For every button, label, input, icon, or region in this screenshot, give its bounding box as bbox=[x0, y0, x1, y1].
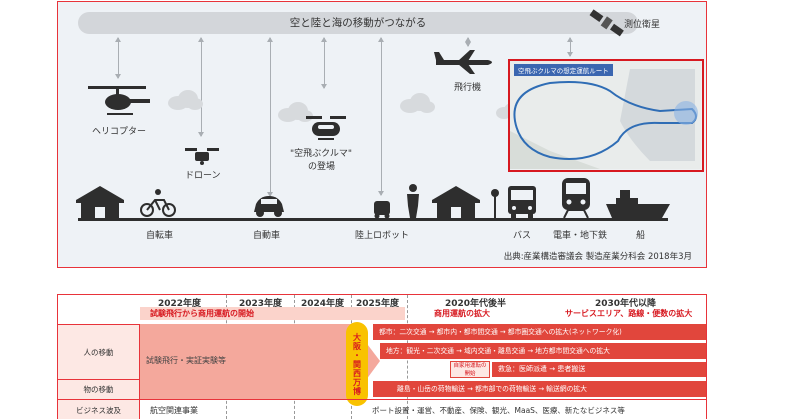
year-header: 2025年度 bbox=[356, 299, 400, 309]
flying-car-label-2: の登場 bbox=[308, 162, 336, 172]
airplane-icon bbox=[434, 50, 492, 74]
connector-arrow bbox=[465, 37, 471, 47]
business-label: ポート設置・運営、不動産、保険、観光、MaaS、医療、新たなビジネス等 bbox=[372, 406, 625, 415]
row-header-goods: 物の移動 bbox=[58, 379, 140, 399]
business-row-border bbox=[140, 399, 706, 400]
connection-banner: 空と陸と海の移動がつながる bbox=[78, 12, 638, 34]
connector-arrow bbox=[321, 37, 327, 89]
house-icon bbox=[432, 186, 480, 219]
airplane-label: 飛行機 bbox=[454, 83, 482, 93]
drone-icon bbox=[185, 148, 219, 165]
bar-goods: 離島・山岳の荷物輸送 → 都市部での荷物輸送 → 輸送網の拡大 bbox=[373, 381, 706, 397]
bicycle-icon bbox=[140, 189, 176, 217]
year-header: 2020年代後半 bbox=[445, 299, 507, 309]
robot-label: 陸上ロボット bbox=[355, 231, 410, 241]
car-icon bbox=[254, 196, 284, 217]
source-citation: 出典:産業構造審議会 製造産業分科会 2018年3月 bbox=[503, 252, 692, 262]
route-map-title: 空飛ぶクルマの想定運航ルート bbox=[514, 64, 613, 76]
cloud-icon bbox=[168, 90, 203, 110]
mobility-illustration: 空と陸と海の移動がつながる 測位衛星 ヘリコプター ドローン bbox=[57, 1, 707, 268]
phase3-label: サービスエリア、路線・便数の拡大 bbox=[565, 309, 693, 318]
route-map-image bbox=[510, 61, 701, 169]
robot-icon bbox=[374, 201, 390, 219]
cloud-icon bbox=[400, 93, 435, 113]
expo-label: 大阪・関西万博 bbox=[352, 332, 362, 396]
phase1-label: 試験飛行から商用運航の開始 bbox=[150, 309, 254, 318]
connector-arrow bbox=[198, 37, 204, 137]
year-header: 2023年度 bbox=[239, 299, 283, 309]
trial-area bbox=[140, 324, 352, 399]
satellite-icon bbox=[589, 9, 624, 37]
bicycle-label: 自転車 bbox=[146, 231, 174, 241]
bar-emergency: 救急：医師派遣 → 患者搬送 bbox=[492, 362, 706, 377]
flying-car-icon bbox=[306, 116, 346, 140]
trial-label: 試験飛行・実証実験等 bbox=[146, 356, 226, 365]
house-icon bbox=[76, 186, 124, 219]
train-label: 電車・地下鉄 bbox=[553, 231, 608, 241]
bus-label: バス bbox=[513, 231, 532, 241]
helicopter-icon bbox=[88, 86, 150, 115]
ship-icon bbox=[606, 190, 670, 218]
train-icon bbox=[562, 178, 590, 218]
expo-marker: 大阪・関西万博 bbox=[346, 322, 368, 406]
year-header: 2030年代以降 bbox=[595, 299, 657, 309]
ground-line bbox=[78, 218, 668, 221]
phase2-label: 商用運航の拡大 bbox=[434, 309, 490, 318]
satellite-label: 測位衛星 bbox=[624, 20, 661, 30]
cloud-icon bbox=[278, 102, 313, 122]
car-label: 自動車 bbox=[253, 231, 281, 241]
aviation-label: 航空関連事業 bbox=[150, 406, 198, 415]
connector-arrow bbox=[267, 37, 273, 197]
ship-label: 船 bbox=[636, 231, 646, 241]
connector-arrow bbox=[115, 37, 121, 79]
connector-arrow bbox=[567, 37, 573, 57]
row-header-business: ビジネス波及 bbox=[58, 399, 140, 419]
drone-label: ドローン bbox=[185, 171, 221, 181]
row-header-people: 人の移動 bbox=[58, 324, 140, 379]
year-header: 2022年度 bbox=[158, 299, 202, 309]
year-header: 2024年度 bbox=[301, 299, 345, 309]
phase1-band bbox=[140, 307, 405, 320]
route-map: 空飛ぶクルマの想定運航ルート bbox=[508, 59, 704, 172]
bar-rural: 地方：観光・二次交通 → 域内交通・離島交通 → 地方都市間交通への拡大 bbox=[380, 343, 706, 359]
connector-arrow bbox=[378, 37, 384, 196]
helicopter-label: ヘリコプター bbox=[92, 127, 147, 137]
bus-icon bbox=[508, 186, 536, 218]
private-driving-tag: 自家用運転の開始 bbox=[450, 361, 490, 378]
bus-stop-icon bbox=[491, 189, 499, 219]
roadmap: 2022年度 2023年度 2024年度 2025年度 2020年代後半 203… bbox=[57, 294, 707, 419]
person-icon bbox=[407, 184, 419, 218]
bar-urban: 都市：二次交通 → 都市内・都市間交通 → 都市圏交通への拡大(ネットワーク化) bbox=[373, 324, 706, 340]
flying-car-label-1: "空飛ぶクルマ" bbox=[290, 149, 353, 159]
